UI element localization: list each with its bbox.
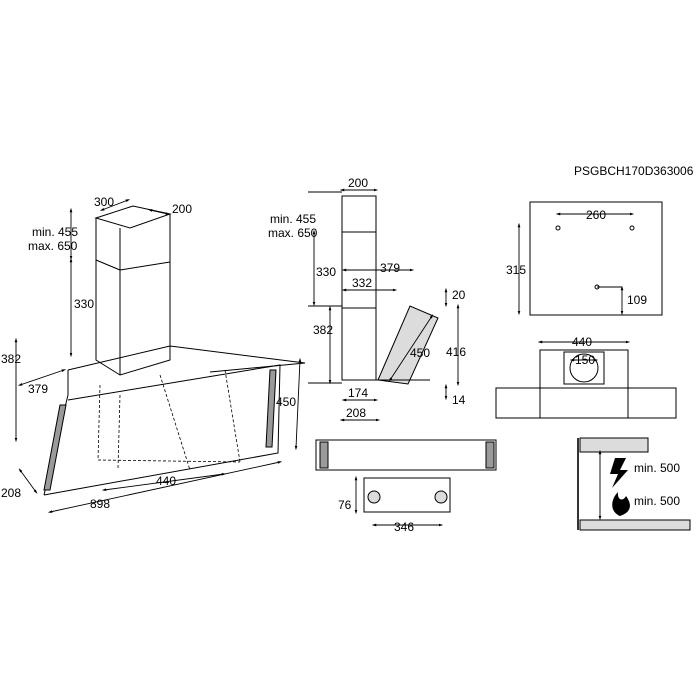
duct-top (94, 205, 172, 229)
side-dim-glass: 450 (410, 346, 430, 360)
dim-duct-lower: 330 (74, 297, 94, 311)
dim-canopy-depth: 379 (28, 382, 48, 396)
front-view: 300 200 min. 455 max. 650 330 382 379 45… (1, 195, 306, 513)
product-code: PSGBCH170D363006 (574, 164, 694, 178)
bottom-view: 76 346 (315, 439, 497, 534)
top-view: 440 150 (495, 335, 677, 419)
side-dim-offset1: 379 (380, 261, 400, 275)
side-duct (341, 195, 377, 381)
wall-plate (529, 201, 663, 316)
duct-body (95, 214, 171, 376)
install-gas: min. 500 (634, 494, 680, 508)
side-dim-min: min. 455 (270, 212, 316, 226)
side-glass (377, 305, 439, 385)
side-dim-gap-top: 20 (452, 288, 466, 302)
plate-dim-holes: 260 (586, 208, 606, 222)
side-dim-height: 416 (446, 345, 466, 359)
side-dim-offset2: 332 (352, 276, 372, 290)
top-dim-duct: 150 (575, 353, 595, 367)
bottom-dim-width: 346 (394, 520, 414, 534)
dim-duct-max: max. 650 (28, 239, 78, 253)
electric-icon (610, 458, 628, 488)
plate-dim-height: 315 (506, 263, 526, 277)
install-view: min. 500 min. 500 (577, 437, 691, 531)
side-dim-upper: 330 (316, 265, 336, 279)
bottom-hood (315, 439, 497, 471)
dim-inner-width: 440 (156, 474, 176, 488)
side-dim-gap-bottom: 14 (452, 393, 466, 407)
dim-canopy-height: 382 (1, 352, 21, 366)
bottom-dim-height: 76 (338, 498, 352, 512)
top-view-hood (495, 387, 677, 419)
side-dim-top: 200 (348, 176, 368, 190)
dim-duct-min: min. 455 (32, 225, 78, 239)
dim-total-width: 898 (90, 497, 110, 511)
side-dim-lower: 382 (313, 323, 333, 337)
side-dim-max: max. 650 (268, 226, 318, 240)
side-dim-208: 208 (346, 406, 366, 420)
install-electric: min. 500 (634, 461, 680, 475)
side-dim-174: 174 (348, 386, 368, 400)
top-dim-width: 440 (572, 335, 592, 349)
dim-base-depth: 208 (1, 486, 21, 500)
side-view: 200 min. 455 max. 650 330 382 379 332 20… (268, 176, 466, 422)
install-cooktop (579, 519, 691, 531)
wall-plate-view: 260 315 109 (506, 201, 663, 316)
glass-strip-right (265, 369, 277, 448)
hood-top (67, 345, 306, 373)
glass-strip-left (43, 404, 67, 491)
dim-glass-height: 450 (276, 395, 296, 409)
dim-duct-depth: 200 (172, 202, 192, 216)
dim-duct-width: 300 (94, 195, 114, 209)
plate-dim-low: 109 (627, 293, 647, 307)
install-hood (579, 437, 649, 453)
bottom-motor (363, 477, 451, 513)
flame-icon (612, 492, 630, 516)
